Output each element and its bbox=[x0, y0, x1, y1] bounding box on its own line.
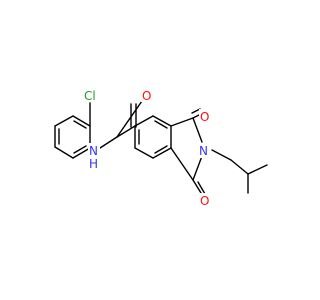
bond bbox=[192, 179, 202, 194]
bond bbox=[54, 115, 74, 127]
bond bbox=[54, 146, 74, 159]
bond bbox=[134, 147, 154, 159]
bond-double bbox=[73, 120, 87, 129]
imide-oxygen-bottom-label: O bbox=[200, 194, 209, 208]
bond-double bbox=[154, 145, 168, 154]
bond bbox=[72, 147, 91, 159]
bond bbox=[116, 100, 143, 138]
bond bbox=[192, 117, 203, 143]
bond bbox=[152, 115, 172, 127]
bond bbox=[211, 149, 232, 161]
bond bbox=[72, 115, 91, 127]
bond-double bbox=[191, 108, 201, 114]
amide-hydrogen-label: H bbox=[89, 157, 98, 171]
bond bbox=[170, 117, 194, 127]
bond-double bbox=[73, 145, 87, 154]
bond bbox=[170, 147, 194, 181]
bond bbox=[134, 115, 154, 127]
amide-oxygen-label: O bbox=[142, 89, 151, 103]
structure-svg: Cl N H O O N O bbox=[54, 88, 268, 208]
chlorine-atom-label: Cl bbox=[84, 89, 96, 103]
atom-label-layer: Cl N H O O N O bbox=[84, 88, 211, 208]
bond bbox=[116, 125, 136, 138]
bond-double bbox=[197, 181, 206, 195]
bond bbox=[247, 164, 268, 175]
bond bbox=[230, 159, 249, 175]
imide-oxygen-top-label: O bbox=[200, 110, 209, 124]
bond-layer bbox=[54, 100, 268, 195]
amide-nitrogen-label: N bbox=[89, 144, 98, 158]
imide-nitrogen-label: N bbox=[199, 144, 208, 158]
molecule-diagram: Cl N H O O N O bbox=[54, 88, 268, 208]
bond-double bbox=[154, 120, 168, 129]
bond bbox=[99, 136, 118, 149]
bond bbox=[152, 147, 172, 159]
bond bbox=[192, 155, 203, 181]
